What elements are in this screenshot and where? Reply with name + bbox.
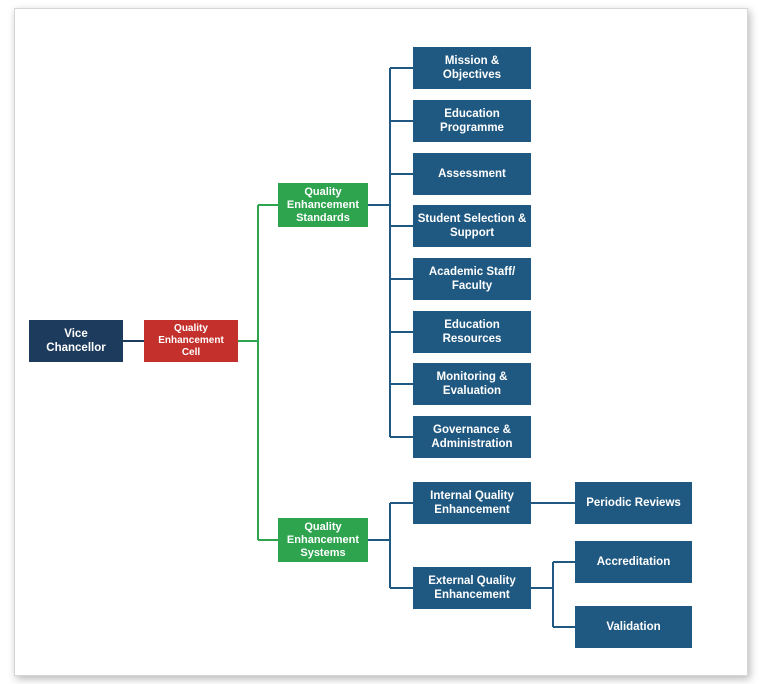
node-accreditation: Accreditation xyxy=(575,541,692,583)
node-label: Mission & Objectives xyxy=(442,55,502,81)
node-label: Student Selection & Support xyxy=(417,213,527,239)
node-validation: Validation xyxy=(575,606,692,648)
node-label: Vice Chancellor xyxy=(46,328,106,354)
node-internal-quality-enhancement: Internal Quality Enhancement xyxy=(413,482,531,524)
node-label: Internal Quality Enhancement xyxy=(430,490,514,516)
node-label: External Quality Enhancement xyxy=(428,575,516,601)
node-quality-enhancement-cell: Quality Enhancement Cell xyxy=(144,320,238,362)
node-standard-item: Education Resources xyxy=(413,311,531,353)
connector-external-children xyxy=(531,561,575,628)
node-label: Assessment xyxy=(438,168,506,180)
node-label: Quality Enhancement Systems xyxy=(286,520,360,559)
node-external-quality-enhancement: External Quality Enhancement xyxy=(413,567,531,609)
node-label: Accreditation xyxy=(596,556,671,568)
node-systems: Quality Enhancement Systems xyxy=(278,518,368,562)
node-standard-item: Student Selection & Support xyxy=(413,205,531,247)
node-standard-item: Academic Staff/ Faculty xyxy=(413,258,531,300)
node-label: Monitoring & Evaluation xyxy=(436,371,508,397)
node-vice-chancellor: Vice Chancellor xyxy=(29,320,123,362)
node-standards: Quality Enhancement Standards xyxy=(278,183,368,227)
connector-systems-children xyxy=(368,502,413,589)
node-standard-item: Assessment xyxy=(413,153,531,195)
node-label: Validation xyxy=(606,621,661,633)
node-periodic-reviews: Periodic Reviews xyxy=(575,482,692,524)
node-label: Academic Staff/ Faculty xyxy=(428,266,516,292)
node-label: Quality Enhancement Cell xyxy=(158,323,224,358)
node-standard-item: Mission & Objectives xyxy=(413,47,531,89)
node-label: Quality Enhancement Standards xyxy=(286,185,360,224)
node-standard-item: Education Programme xyxy=(413,100,531,142)
node-label: Periodic Reviews xyxy=(586,497,681,509)
node-label: Education Programme xyxy=(440,108,504,134)
node-label: Education Resources xyxy=(442,319,502,345)
connector-cell-categories xyxy=(238,204,278,541)
node-standard-item: Governance & Administration xyxy=(413,416,531,458)
node-standard-item: Monitoring & Evaluation xyxy=(413,363,531,405)
connector-standards-items xyxy=(368,67,413,438)
node-label: Governance & Administration xyxy=(431,424,513,450)
